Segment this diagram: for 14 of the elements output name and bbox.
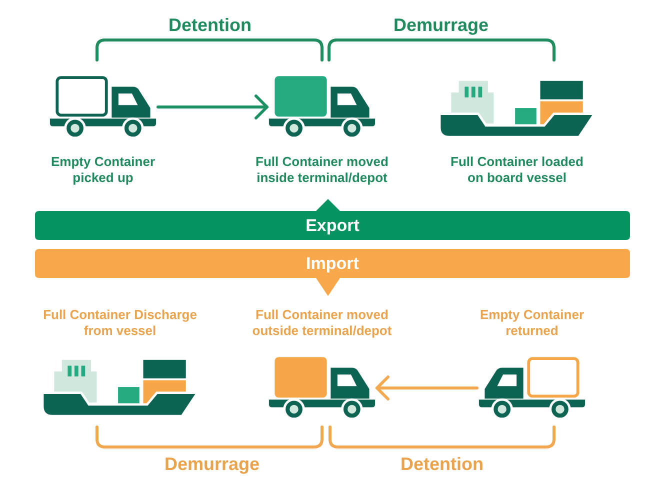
bracket-label: Detention — [168, 14, 252, 36]
step-label: Empty Container picked up — [50, 154, 156, 186]
step-label: Full Container moved outside terminal/depot — [251, 307, 393, 339]
arrow — [156, 94, 268, 120]
step-label: Full Container loaded on board vessel — [450, 154, 584, 186]
step-label: Empty Container returned — [478, 307, 585, 339]
banner-label: Import — [306, 253, 359, 274]
bracket-label: Detention — [400, 453, 484, 475]
step-label: Full Container Discharge from vessel — [42, 307, 198, 339]
bracket-label: Demurrage — [393, 14, 489, 36]
arrow — [376, 376, 478, 400]
step-label: Full Container moved inside terminal/depot — [254, 154, 390, 186]
banner-label: Export — [306, 215, 360, 236]
bracket-label: Demurrage — [164, 453, 260, 475]
